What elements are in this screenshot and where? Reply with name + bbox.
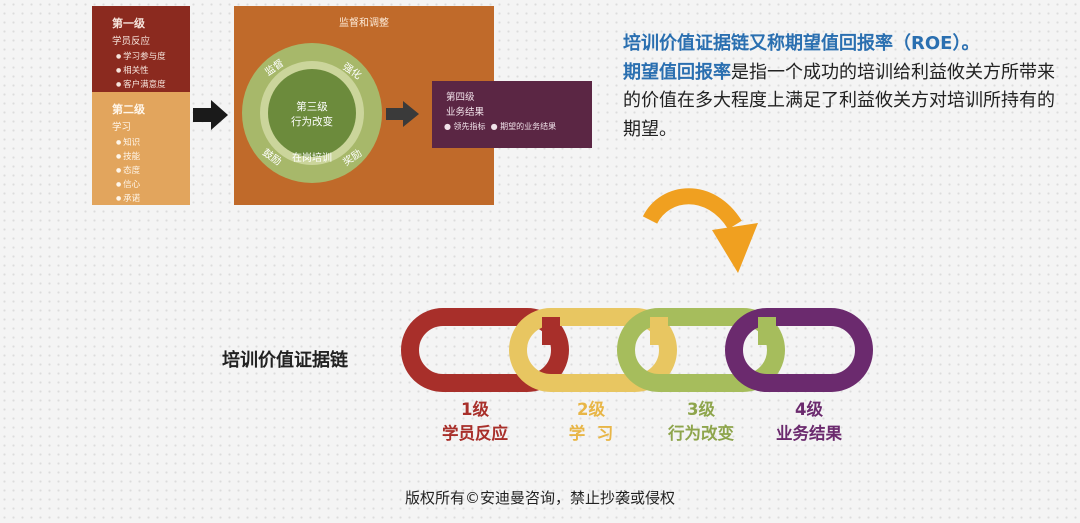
- center-line1: 第三级: [296, 100, 328, 113]
- center-line2: 行为改变: [291, 115, 333, 128]
- chain-link-purple: [725, 308, 873, 392]
- list-item: 学习参与度: [116, 50, 190, 64]
- roe-definition-title: 培训价值证据链又称期望值回报率（ROE）。: [623, 33, 980, 54]
- inner-circle: [268, 69, 356, 157]
- list-item: 相关性: [116, 64, 190, 78]
- list-item: 承诺: [116, 192, 190, 206]
- chain-link-green: [617, 308, 785, 392]
- level2-title: 第二级: [112, 103, 145, 116]
- level-name: 行为改变: [668, 424, 734, 443]
- level-name: 业务结果: [776, 424, 842, 443]
- roe-definition-body: 期望值回报率是指一个成功的培训给利益攸关方所带来的价值在多大程度上满足了利益攸关…: [623, 59, 1063, 145]
- level4-subtitle: 业务结果: [446, 107, 485, 118]
- list-item: 信心: [116, 178, 190, 192]
- chain-label: 培训价值证据链: [222, 350, 348, 371]
- level-name: 学员反应: [442, 424, 508, 443]
- chain-level-3: 3级 行为改变: [646, 398, 756, 446]
- level2-list: 知识 技能 态度 信心 承诺: [116, 136, 190, 206]
- level1-title: 第一级: [112, 17, 145, 30]
- behavior-rings: 监督 强化 鼓励 奖励 在岗培训 第三级 行为改变: [242, 43, 382, 183]
- level-num: 4级: [795, 400, 823, 419]
- level-name: 学 习: [568, 424, 614, 443]
- list-item: 客户满意度: [116, 78, 190, 92]
- ring-label-bottom: 在岗培训: [292, 151, 332, 164]
- level1-subtitle: 学员反应: [112, 36, 151, 47]
- level4-bullet: 期望的业务结果: [500, 122, 557, 131]
- level1-box: 第一级 学员反应 学习参与度 相关性 客户满意度: [92, 6, 190, 92]
- chain-level-1: 1级 学员反应: [420, 398, 530, 446]
- list-item: 技能: [116, 150, 190, 164]
- roe-highlight: 期望值回报率: [623, 61, 731, 83]
- level-num: 3级: [687, 400, 715, 419]
- evidence-chain: [401, 308, 873, 392]
- roe-body-text: 是指一个成功的培训给利益攸关方所带来的价值在多大程度上满足了利益攸关方对培训所持…: [623, 61, 1055, 140]
- panel-title: 监督和调整: [339, 18, 389, 29]
- level4-box: 第四级 业务结果 ● 领先指标 ● 期望的业务结果: [432, 81, 592, 148]
- level2-subtitle: 学习: [112, 122, 132, 133]
- chain-level-4: 4级 业务结果: [754, 398, 864, 446]
- level2-box: 第二级 学习 知识 技能 态度 信心 承诺: [92, 92, 190, 205]
- list-item: 知识: [116, 136, 190, 150]
- chain-level-2: 2级 学 习: [536, 398, 646, 446]
- level4-title: 第四级: [446, 92, 475, 103]
- right-arrow-icon: [193, 100, 228, 130]
- level4-bullets: ● 领先指标 ● 期望的业务结果: [444, 122, 557, 131]
- list-item: 态度: [116, 164, 190, 178]
- roe-description: 培训价值证据链又称期望值回报率（ROE）。 期望值回报率是指一个成功的培训给利益…: [623, 30, 1063, 144]
- right-arrow-icon: [386, 101, 419, 127]
- level-num: 1级: [461, 400, 489, 419]
- curved-arrow-icon: [642, 188, 758, 273]
- level4-bullet: 领先指标: [453, 122, 486, 131]
- copyright-notice: 版权所有©安迪曼咨询，禁止抄袭或侵权: [404, 489, 675, 507]
- level1-list: 学习参与度 相关性 客户满意度: [116, 50, 190, 92]
- level-num: 2级: [577, 400, 605, 419]
- chain-link-red: [401, 308, 569, 392]
- chain-link-yellow: [509, 308, 677, 392]
